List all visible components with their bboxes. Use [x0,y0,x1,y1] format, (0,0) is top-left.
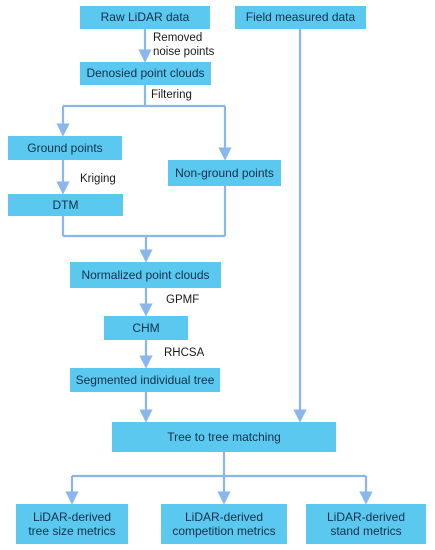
edge-label-gpmf: GPMF [166,294,200,306]
node-dtm-label: DTM [52,197,79,212]
node-ground-points: Ground points [8,136,122,160]
node-field-data-label: Field measured data [245,10,356,25]
node-tree-size-metrics: LiDAR-derived tree size metrics [16,504,128,544]
node-denoised-label: Denosied point clouds [86,66,205,81]
node-chm-label: CHM [132,320,160,335]
edge-label-removed-noise: Removed noise points [153,32,215,59]
node-raw-lidar: Raw LiDAR data [80,6,210,29]
node-matching: Tree to tree matching [112,422,336,452]
node-normalized-label: Normalized point clouds [81,267,210,282]
edge-label-filtering: Filtering [151,89,192,101]
edge-label-kriging: Kriging [80,173,116,185]
node-competition-metrics: LiDAR-derived competition metrics [161,504,287,544]
node-segmented-label: Segmented individual tree [75,372,215,387]
node-competition-metrics-label: LiDAR-derived competition metrics [172,509,276,538]
node-denoised: Denosied point clouds [80,62,211,85]
node-raw-lidar-label: Raw LiDAR data [100,10,190,25]
node-stand-metrics-label: LiDAR-derived stand metrics [326,509,406,538]
node-normalized: Normalized point clouds [70,262,221,288]
node-tree-size-metrics-label: LiDAR-derived tree size metrics [28,509,116,538]
node-segmented: Segmented individual tree [70,368,220,392]
node-ground-points-label: Ground points [27,140,103,155]
node-chm: CHM [104,316,188,340]
node-field-data: Field measured data [235,6,366,29]
node-non-ground-points-label: Non-ground points [175,165,274,180]
node-matching-label: Tree to tree matching [167,429,281,444]
node-stand-metrics: LiDAR-derived stand metrics [306,504,426,544]
node-non-ground-points: Non-ground points [168,160,281,186]
node-dtm: DTM [8,194,123,216]
edge-label-rhcsa: RHCSA [164,347,205,359]
